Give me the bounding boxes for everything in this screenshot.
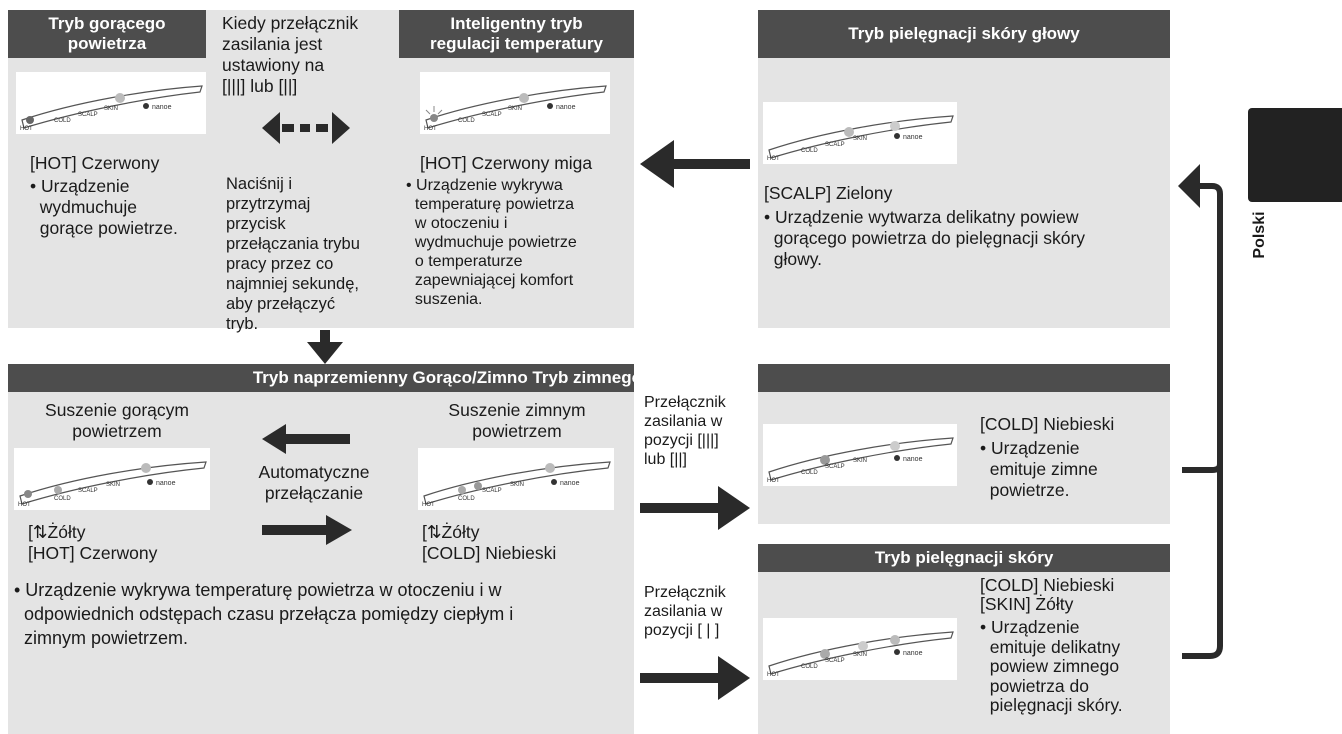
cold-bullet: • Urządzenie emituje zimne powietrze. xyxy=(980,438,1098,500)
svg-text:SCALP: SCALP xyxy=(78,112,98,118)
svg-text:SKIN: SKIN xyxy=(853,136,867,142)
svg-text:SKIN: SKIN xyxy=(510,482,524,488)
svg-text:COLD: COLD xyxy=(458,496,475,502)
smart-mode-title: Inteligentny tryb regulacji temperatury xyxy=(430,14,603,53)
svg-text:HOT: HOT xyxy=(767,478,780,484)
language-tab[interactable] xyxy=(1248,108,1342,202)
right-arrow-cold-icon xyxy=(640,486,750,530)
skin-bullet: • Urządzenie emituje delikatny powiew zi… xyxy=(980,617,1123,715)
svg-text:nanoe: nanoe xyxy=(903,456,923,463)
alternate-hot-label: Suszenie gorącym powietrzem xyxy=(45,400,189,441)
hot-bullet: • Urządzenie wydmuchuje gorące powietrze… xyxy=(30,176,178,238)
scalp-title: Tryb pielęgnacji skóry głowy xyxy=(848,24,1080,43)
right-arrow-skin-icon xyxy=(640,656,750,700)
scalp-panel xyxy=(758,10,1170,328)
svg-text:COLD: COLD xyxy=(54,496,71,502)
auto-left-arrow-icon xyxy=(262,424,350,454)
svg-text:nanoe: nanoe xyxy=(903,134,923,141)
svg-text:nanoe: nanoe xyxy=(560,480,580,487)
smart-mode-header: Inteligentny tryb regulacji temperatury xyxy=(399,10,634,58)
smart-display: HOT COLD SCALP SKIN nanoe xyxy=(420,72,610,134)
alternate-hot-desc: [⇅Żółty [HOT] Czerwony xyxy=(28,522,158,563)
svg-text:SKIN: SKIN xyxy=(508,106,522,112)
skin-desc: [COLD] Niebieski [SKIN] Żółty xyxy=(980,575,1115,614)
svg-text:COLD: COLD xyxy=(801,148,818,154)
smart-desc: [HOT] Czerwony miga xyxy=(420,153,593,173)
hot-mode-header: Tryb gorącego powietrza xyxy=(8,10,206,58)
cold-header xyxy=(758,364,1170,392)
alternate-cold-display: HOT COLD SCALP SKIN nanoe xyxy=(418,448,614,510)
auto-right-arrow-icon xyxy=(262,515,352,545)
skin-title: Tryb pielęgnacji skóry xyxy=(874,548,1054,567)
svg-text:HOT: HOT xyxy=(767,156,780,162)
loop-arrow-icon xyxy=(1176,164,1232,664)
svg-text:HOT: HOT xyxy=(20,126,33,132)
alternate-cold-desc: [⇅Żółty [COLD] Niebieski xyxy=(422,522,557,563)
alternate-cold-label: Suszenie zimnym powietrzem xyxy=(448,400,586,441)
svg-text:HOT: HOT xyxy=(18,502,31,508)
language-label: Polski xyxy=(1246,196,1270,276)
svg-text:COLD: COLD xyxy=(54,118,71,124)
svg-text:HOT: HOT xyxy=(767,672,780,678)
svg-text:COLD: COLD xyxy=(458,118,475,124)
hot-desc: [HOT] Czerwony xyxy=(30,153,160,173)
cold-desc: [COLD] Niebieski xyxy=(980,414,1115,434)
alternate-header: Tryb naprzemienny Gorąco/Zimno Tryb zimn… xyxy=(8,364,634,392)
switch-pos-2: Przełącznik zasilania w pozycji [ | ] xyxy=(644,584,726,639)
switch-note-top: Kiedy przełącznik zasilania jest ustawio… xyxy=(222,13,359,96)
left-arrow-icon xyxy=(640,140,750,188)
smart-bullet: • Urządzenie wykrywa temperaturę powietr… xyxy=(406,177,577,308)
language-label-text: Polski xyxy=(1251,211,1268,259)
svg-text:SKIN: SKIN xyxy=(853,652,867,658)
svg-text:SCALP: SCALP xyxy=(482,488,502,494)
switch-pos-1: Przełącznik zasilania w pozycji [|||] lu… xyxy=(644,394,726,468)
svg-text:SCALP: SCALP xyxy=(78,488,98,494)
skin-header: Tryb pielęgnacji skóry xyxy=(758,544,1170,572)
scalp-desc: [SCALP] Zielony xyxy=(764,183,893,203)
svg-text:nanoe: nanoe xyxy=(152,104,172,111)
svg-text:COLD: COLD xyxy=(801,470,818,476)
svg-text:HOT: HOT xyxy=(422,502,435,508)
hot-display: HOT COLD SCALP SKIN nanoe xyxy=(16,72,206,134)
scalp-header: Tryb pielęgnacji skóry głowy xyxy=(758,10,1170,58)
svg-text:nanoe: nanoe xyxy=(156,480,176,487)
down-arrow-icon xyxy=(305,330,345,364)
double-arrow-icon xyxy=(262,110,350,146)
svg-text:SCALP: SCALP xyxy=(825,142,845,148)
switch-note-column xyxy=(212,10,396,328)
alternate-bullet: • Urządzenie wykrywa temperaturę powietr… xyxy=(14,580,514,648)
svg-text:SKIN: SKIN xyxy=(853,458,867,464)
svg-text:SKIN: SKIN xyxy=(106,482,120,488)
alternate-panel xyxy=(8,364,634,734)
svg-text:SCALP: SCALP xyxy=(825,464,845,470)
svg-text:COLD: COLD xyxy=(801,664,818,670)
cold-display: HOT COLD SCALP SKIN nanoe xyxy=(763,424,957,486)
svg-text:nanoe: nanoe xyxy=(556,104,576,111)
svg-text:SCALP: SCALP xyxy=(825,658,845,664)
svg-text:HOT: HOT xyxy=(424,126,437,132)
skin-display: HOT COLD SCALP SKIN nanoe xyxy=(763,618,957,680)
switch-note-bottom: Naciśnij i przytrzymaj przycisk przełącz… xyxy=(226,175,360,333)
svg-text:SCALP: SCALP xyxy=(482,112,502,118)
svg-text:nanoe: nanoe xyxy=(903,650,923,657)
scalp-bullet: • Urządzenie wytwarza delikatny powiew g… xyxy=(764,207,1086,269)
alternate-title: Tryb naprzemienny Gorąco/Zimno Tryb zimn… xyxy=(252,368,634,387)
auto-switch-label: Automatyczne przełączanie xyxy=(258,462,370,503)
hot-mode-title: Tryb gorącego powietrza xyxy=(48,14,166,53)
scalp-display: HOT COLD SCALP SKIN nanoe xyxy=(763,102,957,164)
alternate-hot-display: HOT COLD SCALP SKIN nanoe xyxy=(14,448,210,510)
svg-text:SKIN: SKIN xyxy=(104,106,118,112)
